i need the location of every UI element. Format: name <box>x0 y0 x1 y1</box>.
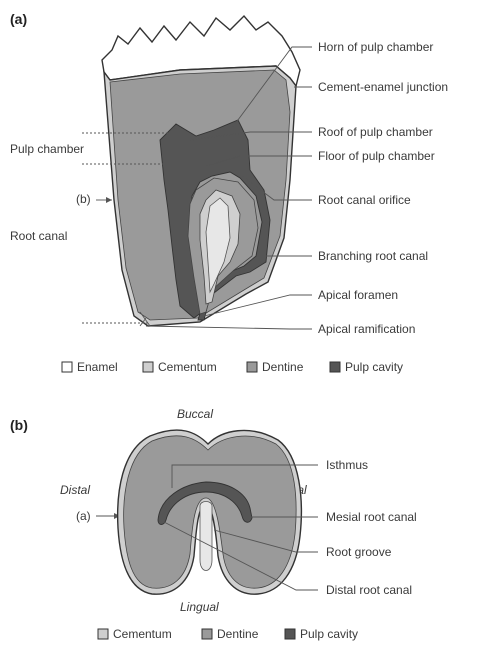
panel-b: (b) Buccal Lingual Distal Mesial (a) Ist… <box>10 407 417 641</box>
label-lingual: Lingual <box>180 600 219 614</box>
label-isthmus: Isthmus <box>326 458 368 472</box>
legend-a-swatch-cementum <box>143 362 153 372</box>
label-mesial-root-canal: Mesial root canal <box>326 510 417 524</box>
legend-b-label-dentine: Dentine <box>217 627 259 641</box>
legend-b: Cementum Dentine Pulp cavity <box>98 627 358 641</box>
legend-a-label-enamel: Enamel <box>77 360 118 374</box>
panel-b-letter: (b) <box>10 417 28 433</box>
legend-a-swatch-dentine <box>247 362 257 372</box>
label-buccal: Buccal <box>177 407 213 421</box>
legend-b-swatch-cementum <box>98 629 108 639</box>
label-foramen: Apical foramen <box>318 288 398 302</box>
label-floor: Floor of pulp chamber <box>318 149 435 163</box>
label-orifice: Root canal orifice <box>318 193 411 207</box>
cross-section-groove <box>200 502 212 571</box>
legend-a-swatch-pulp <box>330 362 340 372</box>
legend-b-label-cementum: Cementum <box>113 627 172 641</box>
label-roof: Roof of pulp chamber <box>318 125 433 139</box>
label-cej: Cement-enamel junction <box>318 80 448 94</box>
legend-a-label-pulp: Pulp cavity <box>345 360 403 374</box>
legend-a-label-dentine: Dentine <box>262 360 304 374</box>
panel-a: (a) Pulp chamber (b) Root canal <box>10 11 448 374</box>
panel-a-letter: (a) <box>10 11 27 27</box>
legend-a-label-cementum: Cementum <box>158 360 217 374</box>
label-distal: Distal <box>60 483 90 497</box>
legend-b-swatch-dentine <box>202 629 212 639</box>
label-horn: Horn of pulp chamber <box>318 40 433 54</box>
label-pulp-chamber: Pulp chamber <box>10 142 84 156</box>
label-ramification: Apical ramification <box>318 322 415 336</box>
legend-b-swatch-pulp <box>285 629 295 639</box>
legend-a-swatch-enamel <box>62 362 72 372</box>
leader-ramification <box>146 326 312 329</box>
legend-a: Enamel Cementum Dentine Pulp cavity <box>62 360 403 374</box>
b-marker-arrowhead <box>106 197 112 203</box>
label-root-groove: Root groove <box>326 545 392 559</box>
label-root-canal: Root canal <box>10 229 67 243</box>
legend-b-label-pulp: Pulp cavity <box>300 627 358 641</box>
label-branching: Branching root canal <box>318 249 428 263</box>
label-a-marker: (a) <box>76 509 91 523</box>
label-distal-root-canal: Distal root canal <box>326 583 412 597</box>
label-b-marker: (b) <box>76 192 91 206</box>
